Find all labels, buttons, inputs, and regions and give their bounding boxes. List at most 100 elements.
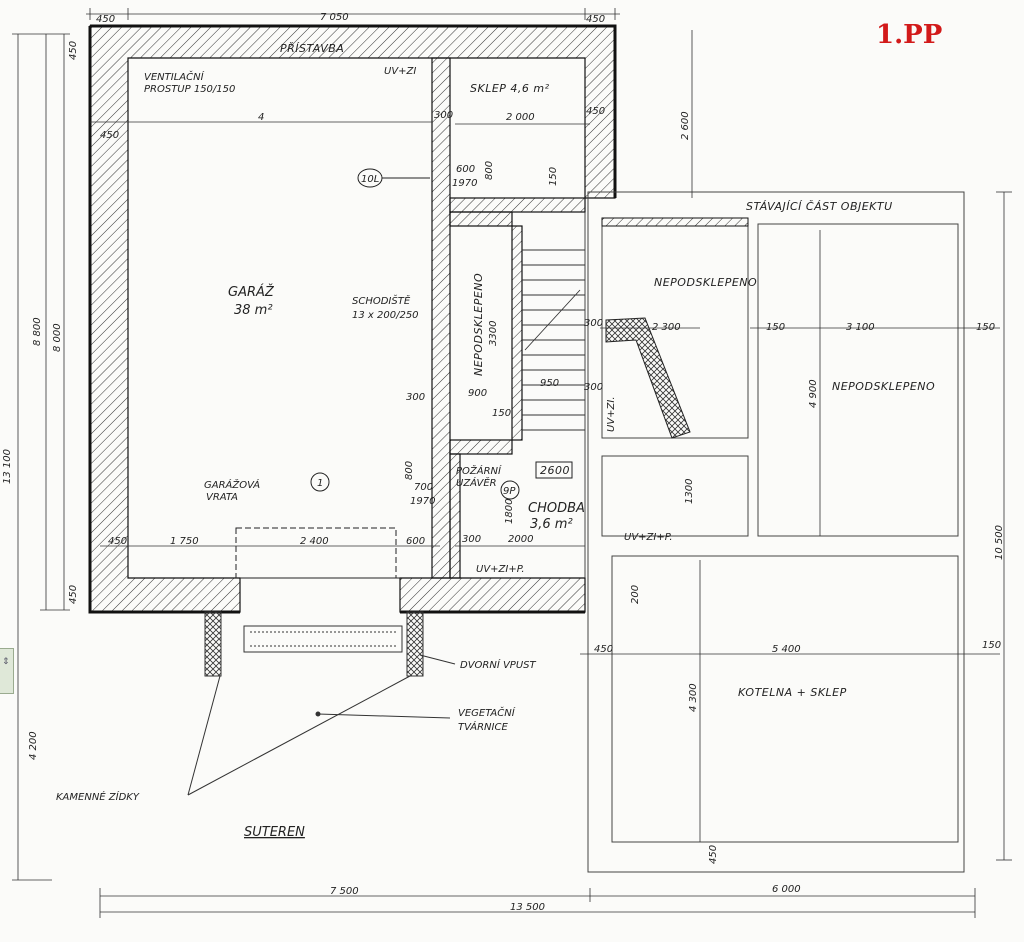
dim-st-300b: 300 [584, 382, 603, 393]
dim-s-300: 300 [434, 110, 453, 121]
label-garaz-area: 38 m² [234, 303, 273, 318]
dim-g-600: 600 [406, 536, 425, 547]
dim-n-2300: 2 300 [652, 322, 681, 333]
dim-top-450-b: 450 [586, 14, 605, 25]
dim-k-4300: 4 300 [688, 683, 699, 712]
dim-n-150: 150 [766, 322, 785, 333]
page-title: SUTEREN [244, 825, 305, 840]
dim-k-450: 450 [594, 644, 613, 655]
dim-c-1970: 1970 [410, 496, 435, 507]
dim-left-4200: 4 200 [28, 731, 39, 760]
dim-c-800: 800 [404, 461, 415, 480]
label-kotelna: KOTELNA + SKLEP [738, 686, 847, 699]
dim-k-5400: 5 400 [772, 644, 801, 655]
dim-st-150: 150 [492, 408, 511, 419]
notes: VENTILAČNÍ PROSTUP 150/150 SCHODIŠTĚ 13 … [56, 66, 673, 803]
staircase [522, 212, 586, 578]
floor-badge: 1.PP [876, 20, 943, 50]
dim-c-2000: 2000 [508, 534, 533, 545]
dim-left-450-b: 450 [68, 585, 79, 604]
dim-s-450: 450 [586, 106, 605, 117]
note-uvzl-2: UV+ZI+P. [476, 564, 525, 575]
chimney [605, 317, 691, 439]
tag-9p: 9P [503, 486, 516, 497]
label-stavajici: STÁVAJÍCÍ ČÁST OBJEKTU [746, 200, 893, 213]
tag-10l: 10L [361, 174, 379, 185]
dim-c-300: 300 [462, 534, 481, 545]
dim-left-450-a: 450 [68, 41, 79, 60]
dim-g-450: 450 [108, 536, 127, 547]
note-garaz-vrata-1: GARÁŽOVÁ [204, 478, 260, 491]
box-2600: 2600 [540, 464, 570, 477]
label-nepodsklepeno-1: NEPODSKLEPENO [472, 273, 485, 376]
note-dvorni-vpust: DVORNÍ VPUST [460, 658, 537, 671]
site-elements [187, 611, 456, 796]
dim-bot-6000: 6 000 [772, 884, 801, 895]
dim-n-300: 300 [584, 318, 603, 329]
dim-top-7050: 7 050 [320, 12, 349, 23]
dim-n-4900: 4 900 [808, 379, 819, 408]
dim-k-200: 200 [630, 585, 641, 604]
dim-s-800: 800 [484, 161, 495, 180]
note-pozarni-1: POŽÁRNÍ [456, 464, 502, 477]
dim-n-150b: 150 [976, 322, 995, 333]
walls-existing [587, 191, 965, 873]
label-chodba-area: 3,6 m² [530, 517, 573, 532]
dim-right-2600: 2 600 [680, 111, 691, 140]
dim-s-1970: 1970 [452, 178, 477, 189]
dim-s-600: 600 [456, 164, 475, 175]
note-schodiste-1: SCHODIŠTĚ [352, 294, 411, 307]
dim-st-300: 300 [406, 392, 425, 403]
side-scroll-widget[interactable]: ⇕ [0, 648, 14, 694]
dim-left-8800: 8 800 [32, 317, 43, 346]
note-schodiste-2: 13 x 200/250 [352, 310, 419, 321]
dim-g-1750: 1 750 [170, 536, 199, 547]
dim-left-8000: 8 000 [52, 323, 63, 352]
dim-st-950: 950 [540, 378, 559, 389]
arrows-icon: ⇕ [2, 657, 10, 667]
dim-n-1300: 1300 [684, 479, 695, 504]
note-vent-2: PROSTUP 150/150 [144, 84, 235, 95]
dim-g-2400: 2 400 [300, 536, 329, 547]
note-veget-1: VEGETAČNÍ [458, 706, 516, 719]
dim-c-700: 700 [414, 482, 433, 493]
dim-c-1800: 1800 [504, 499, 515, 524]
tag-text: 10L 1 9P 2600 [317, 174, 570, 497]
note-veget-2: TVÁRNICE [458, 720, 508, 733]
tags [310, 168, 573, 500]
note-pozarni-2: UZÁVĚR [456, 476, 497, 489]
label-nepodsklepeno-1-dim: 3300 [488, 321, 499, 346]
walls-new [89, 25, 616, 613]
label-nepodsklepeno-3: NEPODSKLEPENO [832, 380, 935, 393]
dim-bot-7500: 7 500 [330, 886, 359, 897]
dim-top-450-a: 450 [96, 14, 115, 25]
note-uvzl-1: UV+ZI [384, 66, 416, 77]
outer-edge [88, 24, 617, 614]
note-garaz-vrata-2: VRATA [206, 492, 238, 503]
dim-st-900: 900 [468, 388, 487, 399]
label-garaz: GARÁŽ [228, 284, 275, 300]
dim-right-10500: 10 500 [994, 525, 1005, 560]
note-vent-1: VENTILAČNÍ [144, 70, 205, 83]
label-chodba: CHODBA [528, 501, 585, 516]
label-pristavba: PŘÍSTAVBA [280, 42, 344, 55]
label-sklep: SKLEP 4,6 m² [470, 82, 550, 95]
dim-g-4: 4 [258, 112, 264, 123]
note-kamenne: KAMENNÉ ZÍDKY [56, 790, 140, 803]
dim-s-150: 150 [548, 167, 559, 186]
note-uvzl-3: UV+ZI+P. [624, 532, 673, 543]
dim-g-450-top: 450 [100, 130, 119, 141]
room-labels: PŘÍSTAVBA SKLEP 4,6 m² GARÁŽ 38 m² NEPOD… [228, 42, 935, 840]
dim-k-450b: 450 [708, 845, 719, 864]
garage-door[interactable] [235, 527, 400, 579]
dimension-text: 450 7 050 450 13 100 8 800 8 000 4 200 4… [2, 12, 1005, 913]
dim-bot-13500: 13 500 [510, 902, 545, 913]
tag-1: 1 [317, 478, 323, 489]
dim-n-3100: 3 100 [846, 322, 875, 333]
dimension-lines [12, 8, 1012, 918]
dim-s-2000: 2 000 [506, 112, 535, 123]
note-uvzl-4: UV+ZI. [606, 396, 617, 432]
dim-left-13100: 13 100 [2, 449, 13, 484]
label-nepodsklepeno-2: NEPODSKLEPENO [654, 276, 757, 289]
